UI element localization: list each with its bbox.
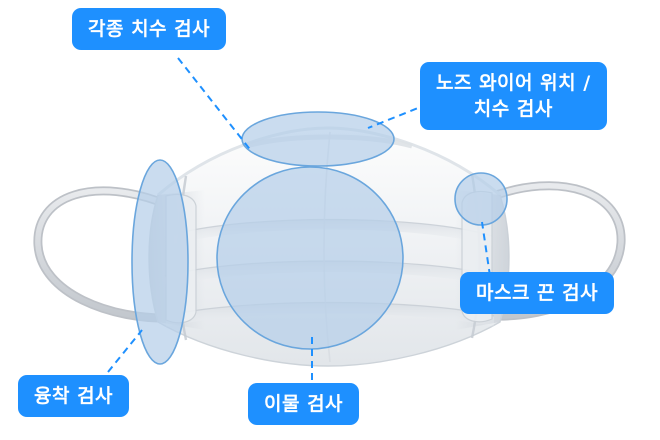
highlight-nose-wire	[241, 111, 395, 167]
label-mask-strap-inspection: 마스크 끈 검사	[460, 272, 615, 314]
label-nose-wire-position-inspection: 노즈 와이어 위치 / 치수 검사	[420, 62, 607, 130]
leader-strap	[481, 221, 491, 277]
label-foreign-matter-inspection: 이물 검사	[248, 383, 360, 425]
label-various-dimension-inspection: 각종 치수 검사	[72, 8, 227, 50]
highlight-weld	[131, 159, 189, 365]
label-weld-inspection: 융착 검사	[18, 375, 130, 417]
leader-nose	[367, 103, 429, 129]
leader-various	[177, 57, 253, 153]
leader-weld	[107, 329, 143, 373]
highlight-foreign-matter	[216, 166, 404, 350]
highlight-mask-strap	[454, 172, 508, 226]
